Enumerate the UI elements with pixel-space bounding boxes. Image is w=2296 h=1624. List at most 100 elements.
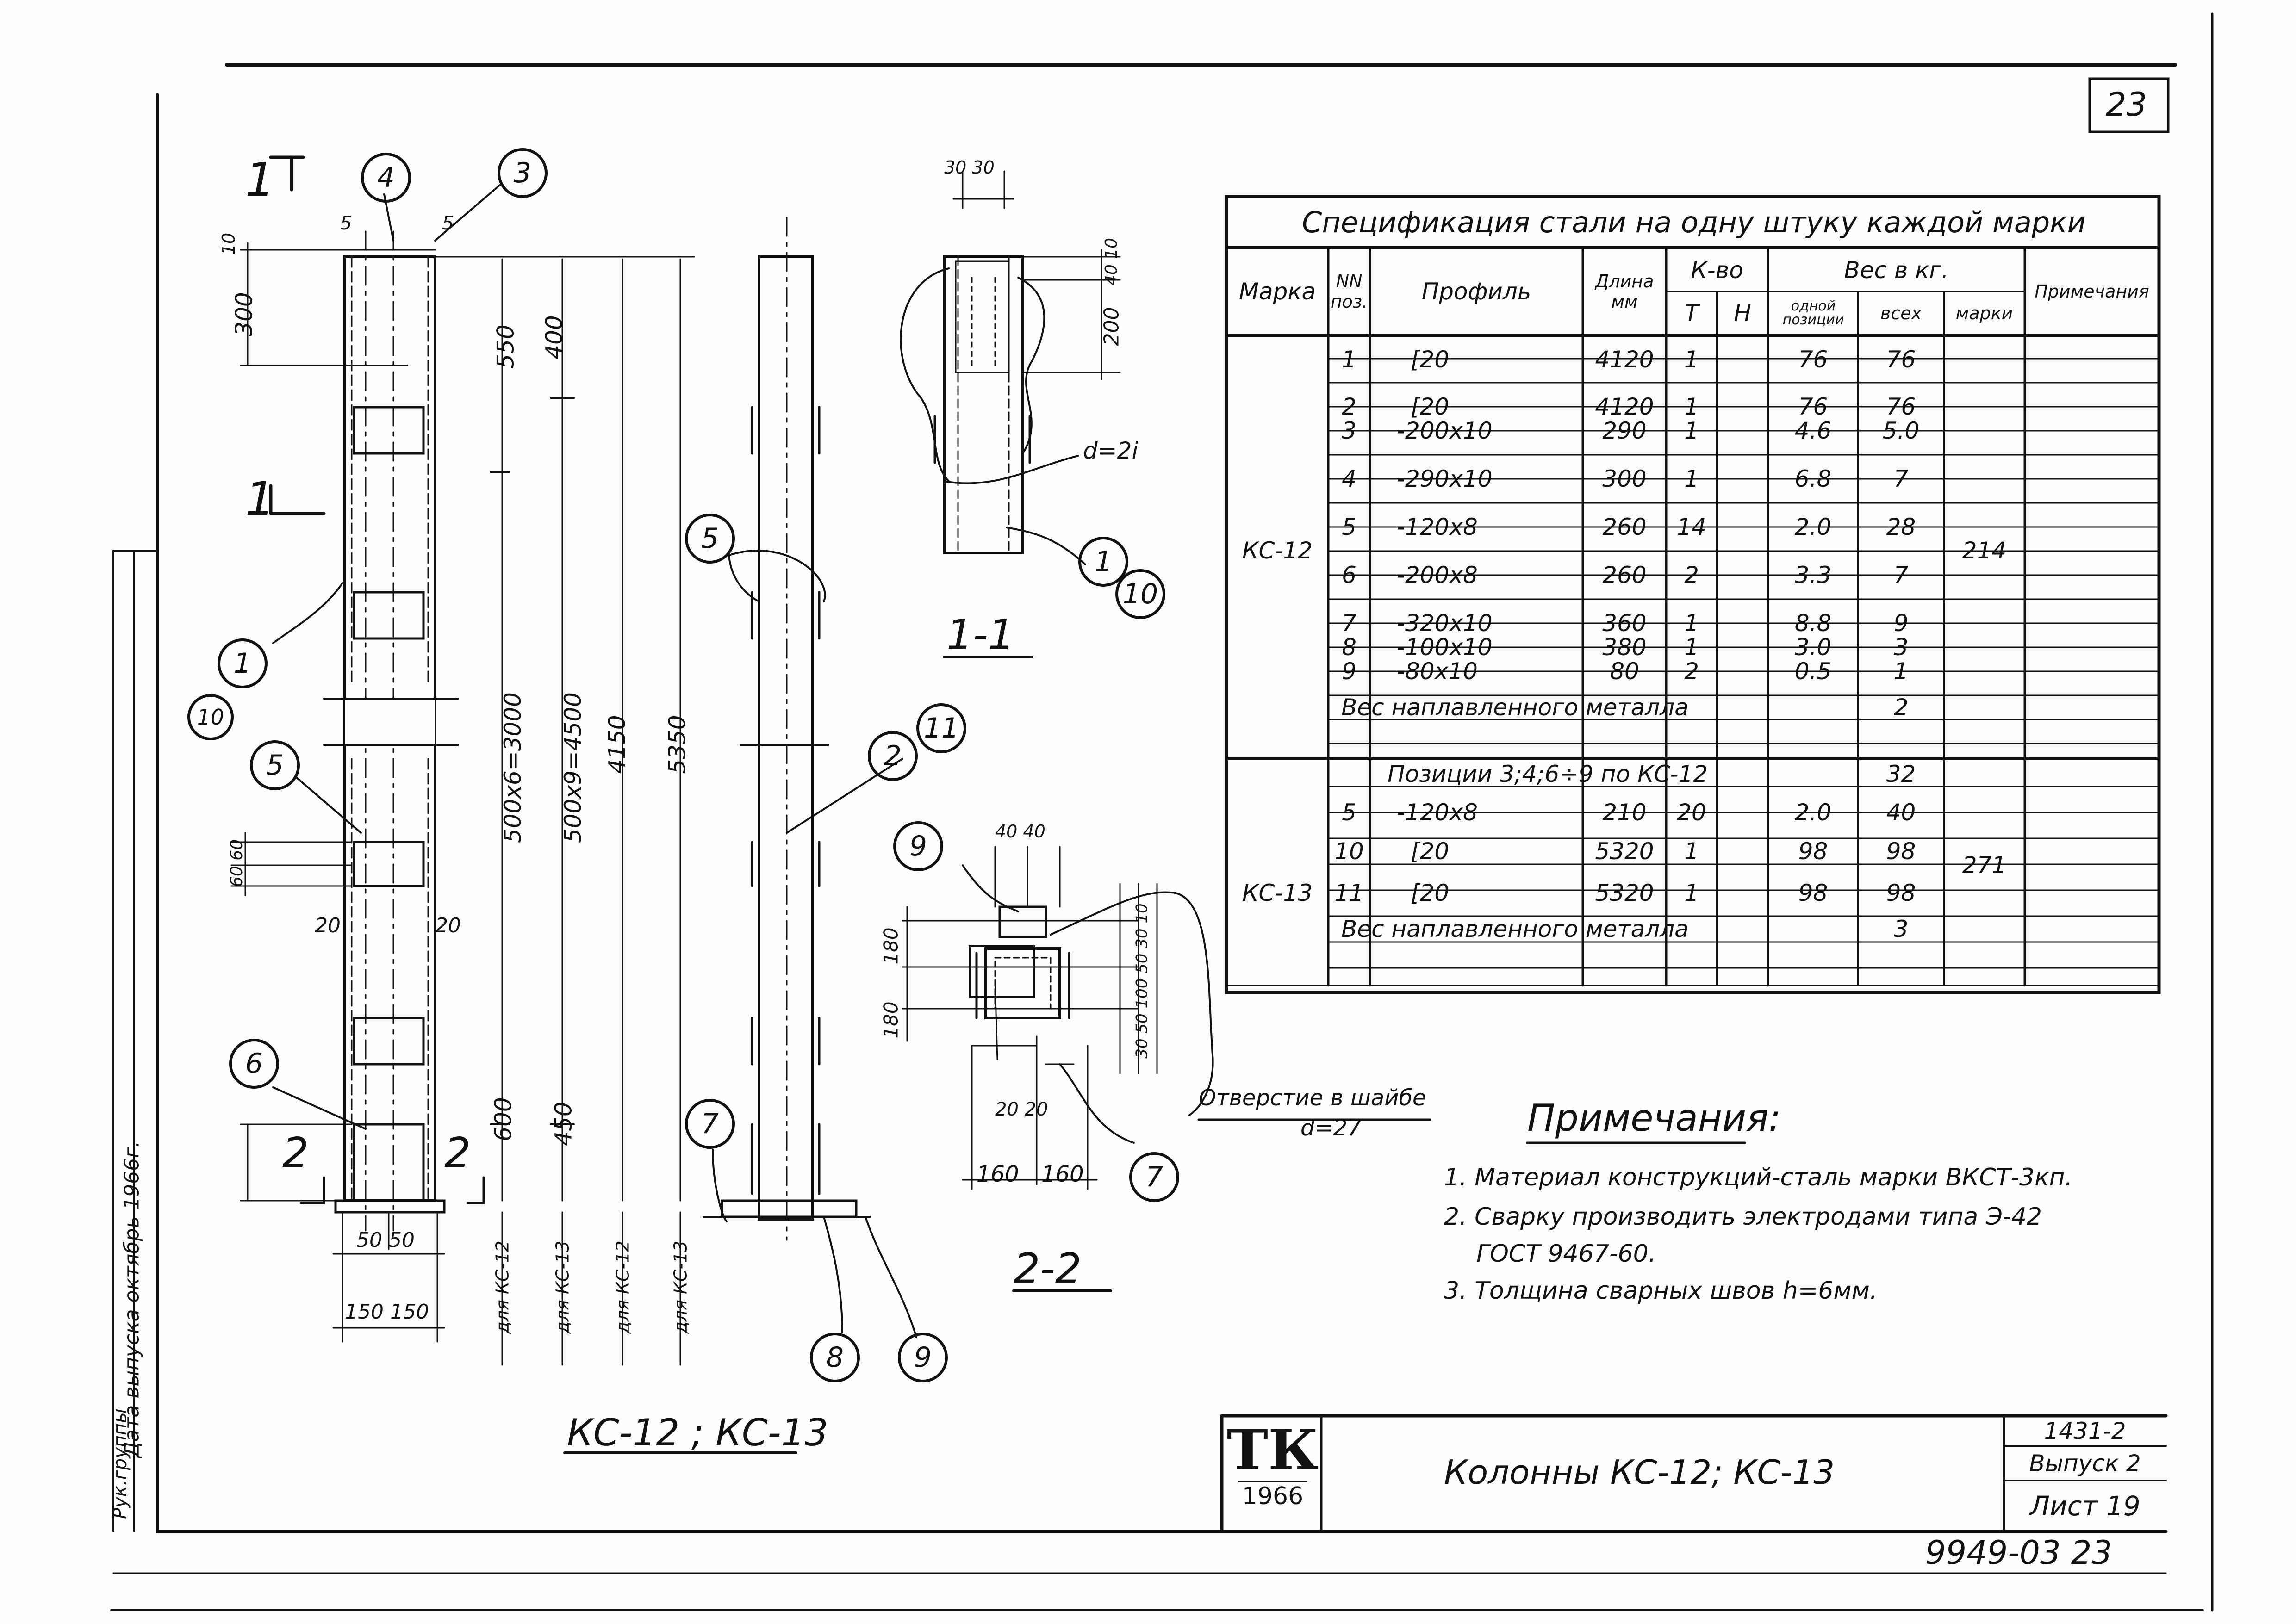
table-row-all: 28 <box>1886 514 1916 540</box>
mark-kc12: КС-12 <box>1242 537 1313 564</box>
table-row-pos: 5 <box>1342 799 1356 826</box>
table-row-one: 8.8 <box>1794 610 1832 637</box>
title-block-series: 1431-2 <box>2044 1417 2126 1444</box>
table-row-profile: -120x8 <box>1397 799 1478 826</box>
drawing-title: КС-12 ; КС-13 <box>567 1411 828 1454</box>
table-row-profile: -320x10 <box>1397 610 1493 637</box>
table-row-length: 210 <box>1602 799 1647 826</box>
table-row-qty: 14 <box>1677 514 1706 540</box>
table-row-one: 3.0 <box>1794 634 1832 661</box>
section-1-1-label: 1-1 <box>946 611 1014 659</box>
table-row-length: 4120 <box>1595 346 1654 373</box>
dim-180-a: 180 <box>879 927 902 965</box>
table-row-one: 6.8 <box>1794 465 1832 492</box>
dim-450: 450 <box>550 1102 577 1146</box>
notes-title: Примечания: <box>1527 1097 1781 1140</box>
table-row-length: 80 <box>1610 658 1639 685</box>
cut-1-bottom: 1 <box>245 472 275 526</box>
note-item: 2. Сварку производить электродами типа Э… <box>1444 1203 2042 1231</box>
dim-40-40: 40 40 <box>995 821 1045 842</box>
cut-2-right: 2 <box>444 1129 471 1178</box>
table-row-profile: -290x10 <box>1397 465 1493 492</box>
weld-label-kc12: Вес наплавленного металла <box>1341 694 1689 721</box>
col-header-pos: NN поз. <box>1330 271 1368 312</box>
table-row-qty: 1 <box>1684 465 1699 492</box>
ref-weight-kc13: 32 <box>1886 760 1916 787</box>
dim-200: 200 <box>1100 307 1124 346</box>
table-row-pos: 6 <box>1342 562 1356 589</box>
hole-note: Отверстие в шайбе <box>1199 1085 1426 1111</box>
dim-30-30: 30 30 <box>944 157 995 178</box>
table-row-qty: 1 <box>1684 346 1699 373</box>
table-row-length: 380 <box>1602 634 1647 661</box>
dim-20-right: 20 <box>435 914 461 937</box>
dim-160-a: 160 <box>977 1161 1019 1187</box>
position-marker-7: 7 <box>685 1099 735 1149</box>
position-marker-5-mid: 5 <box>685 514 735 564</box>
dim-50-50: 50 50 <box>356 1228 415 1252</box>
note-item: 1. Материал конструкций-сталь марки ВКСТ… <box>1444 1164 2073 1191</box>
table-row-one: 76 <box>1798 393 1828 420</box>
table-row-all: 98 <box>1886 838 1916 865</box>
table-row-pos: 3 <box>1342 417 1356 444</box>
table-row-all: 5.0 <box>1882 417 1920 444</box>
weld-weight-kc13: 3 <box>1893 916 1909 942</box>
col-header-qty-n: Н <box>1734 300 1751 327</box>
dim-180-b: 180 <box>879 1001 902 1039</box>
dim-500x9: 500x9=4500 <box>559 692 586 843</box>
table-row-pos: 8 <box>1342 634 1356 661</box>
table-row-length: 5320 <box>1595 880 1654 906</box>
note-item: 3. Толщина сварных швов h=6мм. <box>1444 1277 1878 1305</box>
table-row-one: 76 <box>1798 346 1828 373</box>
table-row-qty: 1 <box>1684 634 1699 661</box>
dim-160-b: 160 <box>1041 1161 1084 1187</box>
table-row-one: 3.3 <box>1794 562 1832 589</box>
table-row-profile: -120x8 <box>1397 514 1478 540</box>
position-marker-9-section: 9 <box>893 821 943 871</box>
dim-20-20: 20 20 <box>995 1099 1048 1120</box>
d-label: d=2i <box>1083 437 1139 464</box>
cut-2-left: 2 <box>282 1129 309 1178</box>
table-row-qty: 2 <box>1684 658 1699 685</box>
table-row-length: 290 <box>1602 417 1647 444</box>
table-row-pos: 9 <box>1342 658 1356 685</box>
col-header-weight-all: всех <box>1880 303 1922 323</box>
col-header-weight-mark: марки <box>1955 303 2013 323</box>
table-row-all: 9 <box>1893 610 1909 637</box>
col-header-weight: Вес в кг. <box>1844 257 1949 284</box>
position-marker-7-section: 7 <box>1129 1152 1179 1202</box>
mark-kc13: КС-13 <box>1242 880 1313 906</box>
dim-5-right: 5 <box>442 213 454 234</box>
table-row-one: 4.6 <box>1794 417 1832 444</box>
weld-label-kc13: Вес наплавленного металла <box>1341 916 1689 942</box>
col-header-mark: Марка <box>1238 278 1316 305</box>
logo-letters: ТК <box>1226 1418 1319 1483</box>
position-marker-1-section: 1 <box>1078 537 1128 587</box>
dim-600: 600 <box>490 1097 517 1141</box>
dim-40-10: 40 10 <box>1102 237 1121 286</box>
position-marker-4: 4 <box>361 153 411 203</box>
table-row-qty: 1 <box>1684 838 1699 865</box>
table-row-pos: 11 <box>1334 880 1364 906</box>
dim-for-kc12-a: для КС-12 <box>492 1240 513 1334</box>
mark-weight-kc12: 214 <box>1962 537 2007 564</box>
dim-20-left: 20 <box>315 914 341 937</box>
side-stamp-line2: Дата выпуска октябрь 1966г. <box>120 1141 144 1458</box>
table-row-length: 260 <box>1602 514 1647 540</box>
table-row-one: 98 <box>1798 880 1828 906</box>
table-row-qty: 20 <box>1677 799 1706 826</box>
position-marker-10: 10 <box>187 694 234 740</box>
section-2-2-label: 2-2 <box>1014 1245 1082 1293</box>
table-row-profile: [20 <box>1411 393 1450 420</box>
col-header-weight-one: одной позиции <box>1782 298 1844 328</box>
col-header-note: Примечания <box>2035 281 2149 302</box>
mark-weight-kc13: 271 <box>1962 852 2007 879</box>
position-marker-11: 11 <box>916 703 966 753</box>
table-row-all: 7 <box>1893 465 1909 492</box>
corner-number: 23 <box>2106 86 2147 124</box>
dim-for-kc13-a: для КС-13 <box>552 1240 573 1334</box>
table-row-qty: 1 <box>1684 393 1699 420</box>
table-row-profile: -100x10 <box>1397 634 1493 661</box>
table-row-all: 1 <box>1893 658 1909 685</box>
table-row-length: 360 <box>1602 610 1647 637</box>
